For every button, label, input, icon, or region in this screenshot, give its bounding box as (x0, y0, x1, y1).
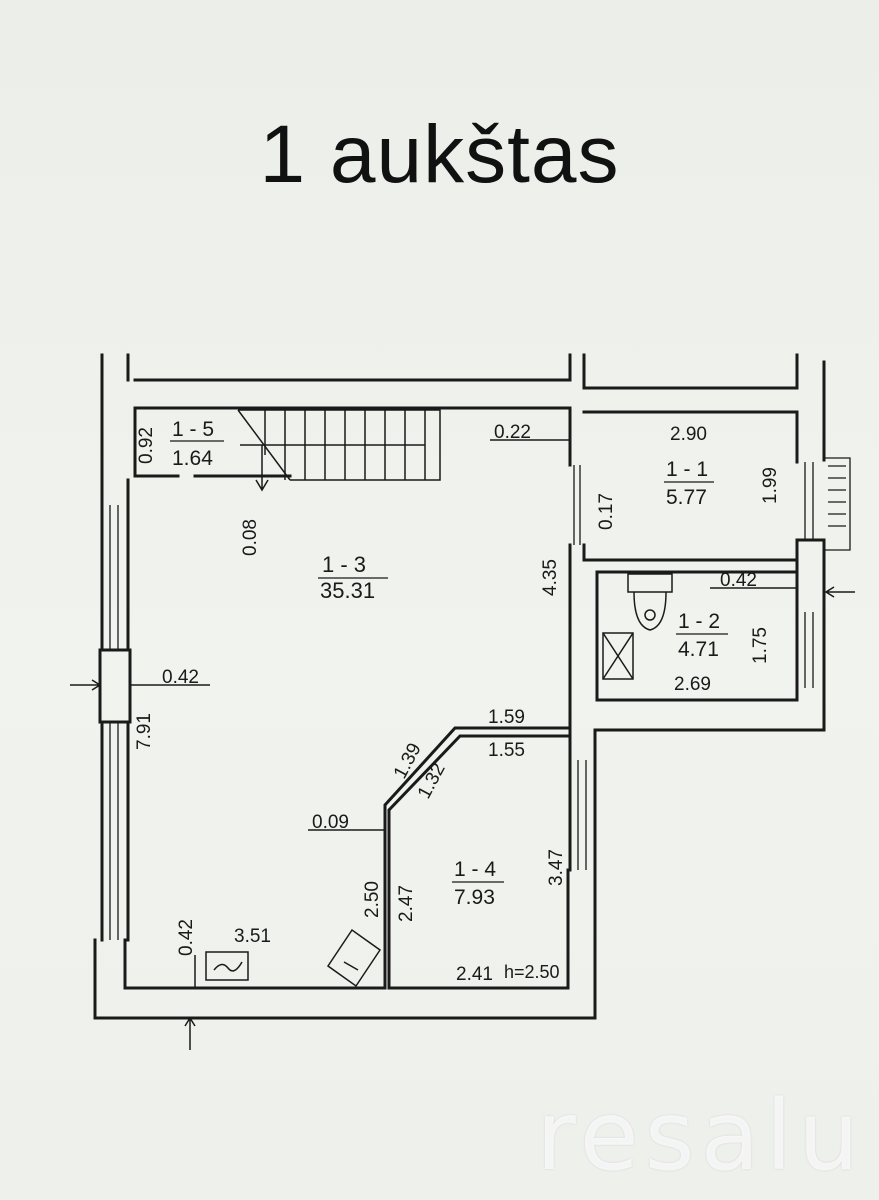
wall-left-pier (98, 648, 132, 724)
wall-right-side (568, 758, 597, 872)
entrance-step-lines (828, 465, 846, 527)
stairs (237, 409, 441, 481)
wall-room14 (383, 726, 572, 990)
dim-250: 2.50 (362, 881, 383, 918)
room-1-5-id: 1 - 5 (172, 418, 214, 441)
ceiling-height: h=2.50 (504, 962, 560, 982)
shower-icon (602, 632, 634, 680)
dim-042-bottom: 0.42 (176, 919, 197, 956)
window-right-room12 (804, 612, 814, 688)
dim-022: 0.22 (494, 422, 531, 443)
closet-walls (133, 406, 292, 478)
room-1-2-area: 4.71 (678, 638, 719, 661)
toilet-icon (627, 573, 673, 631)
dim-155: 1.55 (488, 740, 525, 761)
dim-092: 0.92 (136, 427, 157, 464)
dim-009: 0.09 (312, 812, 349, 833)
room-1-4-area: 7.93 (454, 886, 495, 909)
wall-right-lower (568, 686, 826, 762)
wall-right-exterior (795, 410, 826, 690)
dim-241: 2.41 (456, 964, 493, 985)
dim-347: 3.47 (546, 849, 567, 886)
room-1-5-area: 1.64 (172, 447, 213, 470)
dim-042-door: 0.42 (720, 570, 757, 591)
dim-199: 1.99 (760, 467, 781, 504)
doorway-room11 (573, 465, 581, 545)
marker-bottom (184, 1016, 196, 1050)
page-title: 1 aukštas (259, 109, 620, 200)
dim-435: 4.35 (540, 559, 561, 596)
wall-bottom (93, 868, 597, 1020)
boiler-icon (205, 951, 249, 981)
room-1-3-id: 1 - 3 (322, 552, 366, 577)
window-right-room11 (804, 462, 814, 540)
entrance-step (824, 457, 851, 551)
watermark-logo: resalu (536, 1080, 865, 1192)
dim-247: 2.47 (396, 885, 417, 922)
room-1-1-id: 1 - 1 (666, 458, 708, 481)
window-left-upper (109, 505, 119, 650)
dim-159: 1.59 (488, 707, 525, 728)
wall-top-right (582, 353, 826, 462)
wall-top-left (100, 353, 572, 507)
dim-175: 1.75 (750, 627, 771, 664)
room-1-3-area: 35.31 (320, 578, 375, 603)
wall-divider-1 (568, 543, 799, 732)
marker-right (824, 586, 855, 598)
dim-351: 3.51 (234, 926, 271, 947)
dim-008: 0.08 (240, 519, 261, 556)
wall-left (100, 478, 130, 942)
dim-042-left: 0.42 (162, 667, 199, 688)
arrow-down-icon (255, 445, 269, 492)
dim-017: 0.17 (596, 493, 617, 530)
window-left-lower (109, 722, 119, 940)
dim-269: 2.69 (674, 674, 711, 695)
room-1-2-id: 1 - 2 (678, 610, 720, 633)
dim-290: 2.90 (670, 424, 707, 445)
room-1-4-id: 1 - 4 (454, 858, 496, 881)
window-right-lower (577, 760, 587, 870)
kitchen-counter-icon (326, 928, 382, 988)
dim-791: 7.91 (134, 713, 155, 750)
room-1-1-area: 5.77 (666, 486, 707, 509)
marker-left (70, 679, 102, 691)
